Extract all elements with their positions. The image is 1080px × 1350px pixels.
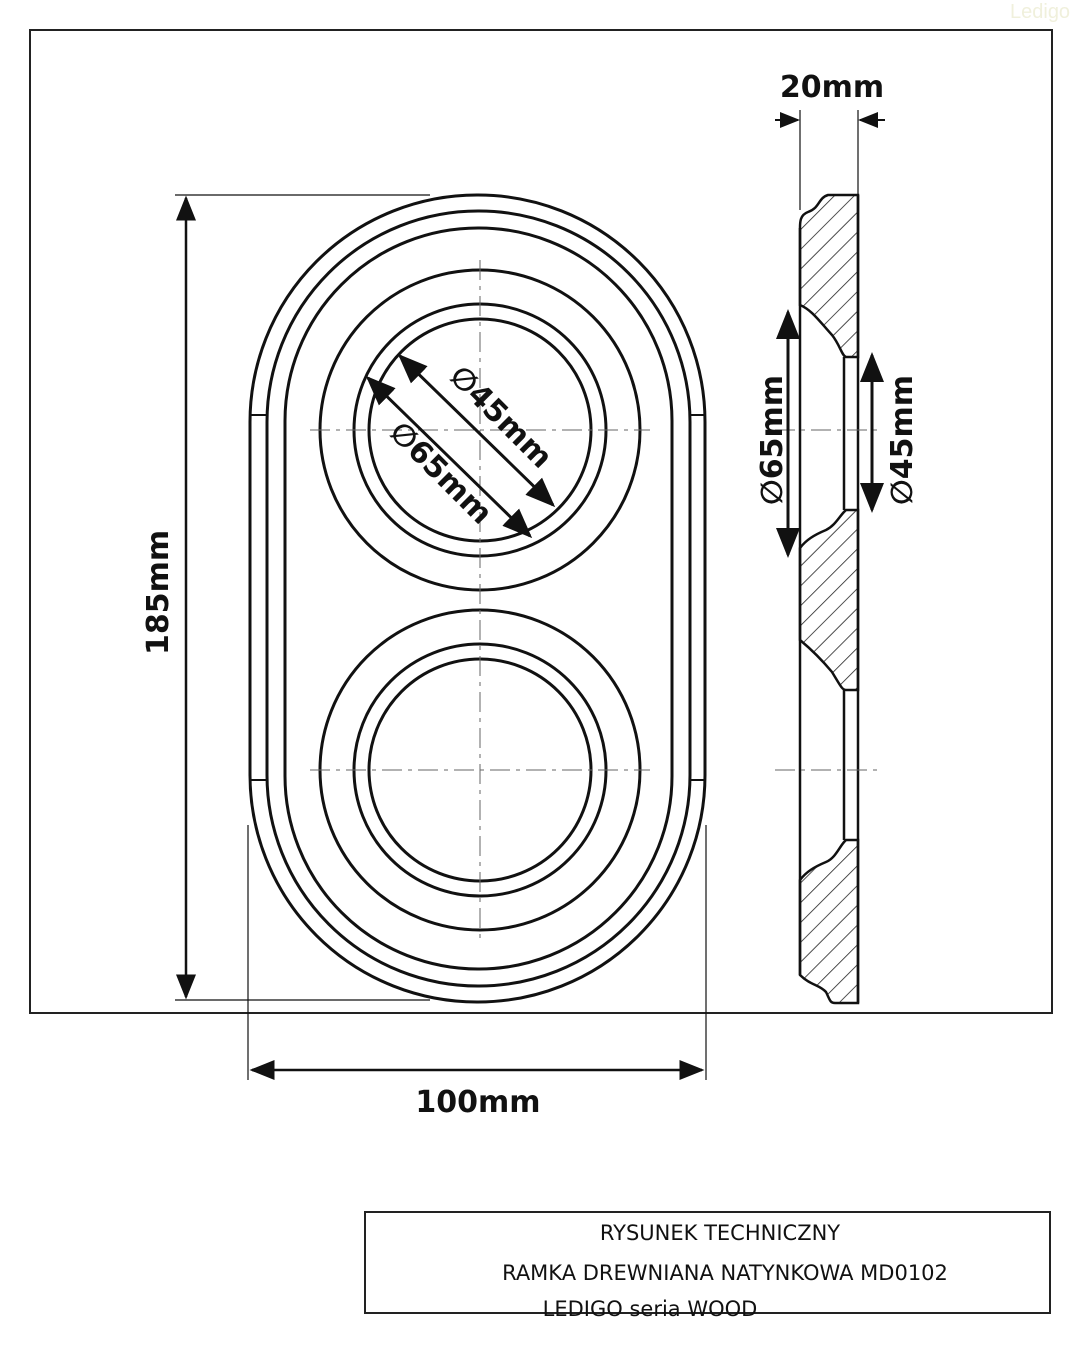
drawing-frame <box>29 29 1053 1014</box>
title-block: RYSUNEK TECHNICZNY RAMKA DREWNIANA NATYN… <box>364 1211 1051 1321</box>
front-outer-diameter-label: ∅65mm <box>382 415 499 532</box>
side-inner-diameter-label: ∅45mm <box>885 375 920 505</box>
center-lines <box>310 260 650 940</box>
depth-dimension <box>775 110 885 210</box>
title-line-1: RYSUNEK TECHNICZNY <box>600 1221 840 1245</box>
front-diameter-dims <box>365 353 556 539</box>
middle-frame-outline <box>265 209 692 988</box>
height-label: 185mm <box>141 530 176 655</box>
watermark: Ledigo <box>1010 1 1070 23</box>
title-line-3: LEDIGO seria WOOD <box>543 1297 758 1321</box>
outer-frame-outline <box>248 193 707 1004</box>
front-inner-diameter-label: ∅45mm <box>442 359 559 476</box>
inner-frame-outline <box>283 226 674 971</box>
side-outer-diameter-label: ∅65mm <box>755 375 790 505</box>
side-diameter-dims <box>776 309 884 558</box>
width-dimension <box>247 825 707 1080</box>
title-line-2: RAMKA DREWNIANA NATYNKOWA MD0102 <box>502 1261 948 1285</box>
side-section-view <box>775 193 878 1005</box>
front-view <box>248 193 707 1004</box>
height-dimension <box>175 194 430 1001</box>
width-label: 100mm <box>415 1085 540 1120</box>
depth-label: 20mm <box>780 70 884 105</box>
